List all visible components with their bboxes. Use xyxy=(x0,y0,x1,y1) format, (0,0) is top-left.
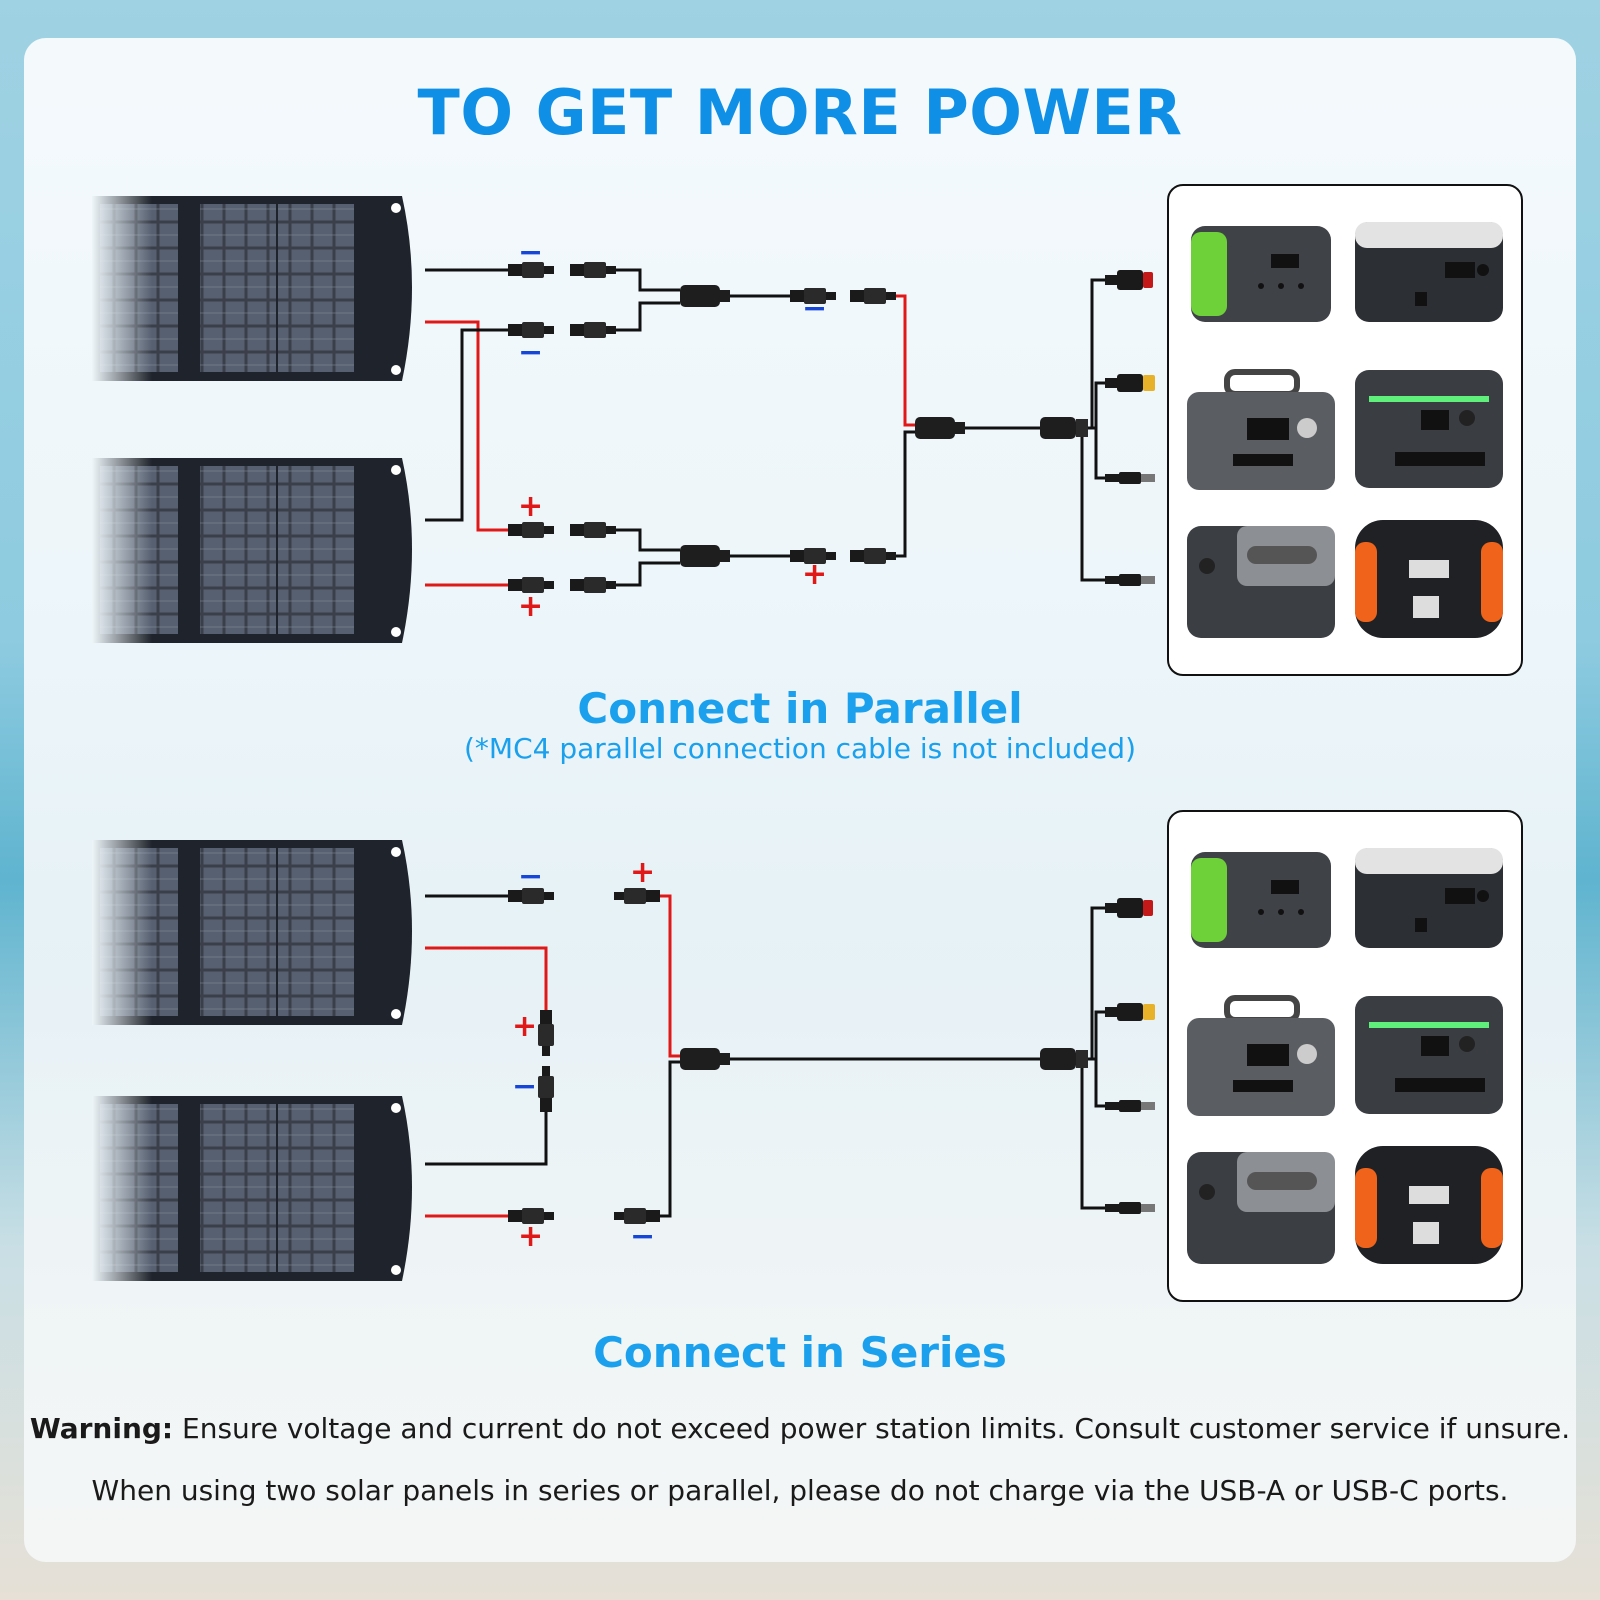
plus-sign: + xyxy=(518,489,544,524)
plus-sign: + xyxy=(630,855,656,890)
power-station-box-series xyxy=(1167,810,1523,1302)
warning-line-2: When using two solar panels in series or… xyxy=(91,1474,1509,1507)
minus-sign: − xyxy=(802,291,828,326)
warning-line-1: Warning: Ensure voltage and current do n… xyxy=(0,1412,1600,1445)
solar-panel-top-parallel xyxy=(92,196,412,381)
warning-label: Warning: xyxy=(29,1412,174,1445)
solar-panel-bottom-series xyxy=(92,1096,412,1281)
plus-sign: + xyxy=(518,1219,544,1254)
warning-text: Ensure voltage and current do not exceed… xyxy=(173,1412,1571,1445)
minus-sign: − xyxy=(518,859,544,894)
minus-sign: − xyxy=(512,1069,538,1104)
series-heading: Connect in Series xyxy=(593,1328,1007,1377)
solar-panel-bottom-parallel xyxy=(92,458,412,643)
parallel-note: (*MC4 parallel connection cable is not i… xyxy=(464,732,1136,765)
minus-sign: − xyxy=(630,1219,656,1254)
page-title: TO GET MORE POWER xyxy=(417,76,1183,149)
minus-sign: − xyxy=(518,335,544,370)
parallel-heading: Connect in Parallel xyxy=(577,684,1023,733)
plus-sign: + xyxy=(802,557,828,592)
minus-sign: − xyxy=(518,235,544,270)
solar-panel-top-series xyxy=(92,840,412,1025)
plus-sign: + xyxy=(518,589,544,624)
power-station-group xyxy=(1187,222,1503,638)
power-station-box-parallel xyxy=(1167,184,1523,676)
power-station-group xyxy=(1187,848,1503,1264)
plus-sign: + xyxy=(512,1009,538,1044)
